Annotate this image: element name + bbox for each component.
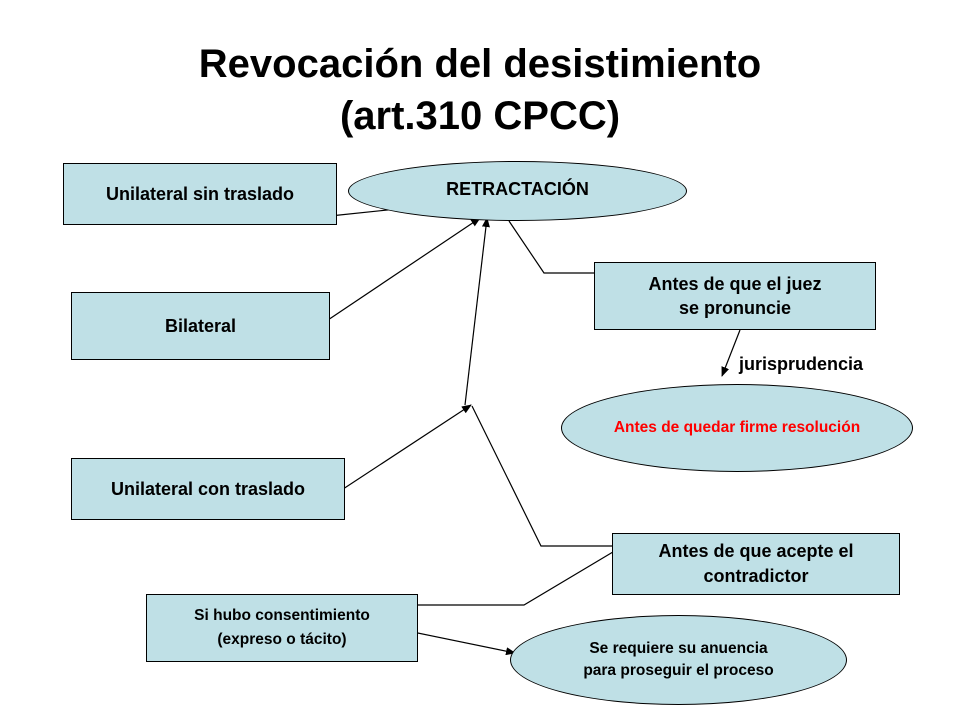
oval-antes-firme-label: Antes de quedar firme resolución bbox=[613, 419, 861, 436]
box-bilateral: Bilateral bbox=[71, 292, 330, 360]
page-title: Revocación del desistimiento (art.310 CP… bbox=[0, 38, 960, 142]
arrow-con-traslado-to-junction bbox=[336, 404, 472, 494]
arrow-consentimiento-to-anuencia bbox=[407, 630, 516, 656]
box-unilateral-sin-traslado: Unilateral sin traslado bbox=[63, 163, 337, 225]
connector-consentimiento-to-antes-contradictor bbox=[418, 542, 629, 606]
oval-anuencia-line-1: Se requiere su anuencia bbox=[589, 640, 768, 657]
connector-junction-to-antes-contradictor bbox=[471, 405, 622, 547]
box-consentimiento-line-1: Si hubo consentimiento bbox=[194, 607, 370, 624]
oval-anuencia: Se requiere su anuencia para proseguir e… bbox=[510, 615, 847, 705]
arrow-antes-juez-to-jurisprudencia bbox=[721, 329, 741, 377]
oval-retractacion: RETRACTACIÓN bbox=[348, 161, 687, 221]
title-line-2: (art.310 CPCC) bbox=[339, 94, 621, 138]
box-antes-juez-line-2: se pronuncie bbox=[678, 298, 792, 318]
box-bilateral-label: Bilateral bbox=[164, 315, 237, 336]
title-line-1: Revocación del desistimiento bbox=[198, 42, 762, 86]
label-jurisprudencia: jurisprudencia bbox=[739, 354, 864, 374]
box-antes-contradictor: Antes de que acepte el contradictor bbox=[612, 533, 900, 595]
box-antes-contradictor-line-2: contradictor bbox=[703, 566, 809, 586]
box-unilateral-con-traslado: Unilateral con traslado bbox=[71, 458, 345, 520]
box-unilateral-sin-traslado-label: Unilateral sin traslado bbox=[105, 183, 295, 204]
box-antes-juez-line-1: Antes de que el juez bbox=[648, 274, 822, 294]
box-unilateral-con-traslado-label: Unilateral con traslado bbox=[110, 478, 306, 499]
oval-retractacion-label: RETRACTACIÓN bbox=[446, 179, 589, 199]
box-consentimiento-line-2: (expreso o tácito) bbox=[217, 631, 347, 648]
box-consentimiento: Si hubo consentimiento (expreso o tácito… bbox=[146, 594, 418, 662]
box-antes-contradictor-line-1: Antes de que acepte el bbox=[658, 541, 854, 561]
arrow-lower-junction-to-retractacion bbox=[464, 217, 490, 406]
connector-retractacion-to-antes-juez bbox=[508, 220, 594, 274]
oval-anuencia-line-2: para proseguir el proceso bbox=[583, 662, 774, 679]
arrow-bilateral-to-retractacion bbox=[315, 217, 481, 329]
oval-antes-firme: Antes de quedar firme resolución bbox=[561, 384, 913, 472]
box-antes-juez: Antes de que el juez se pronuncie bbox=[594, 262, 876, 330]
